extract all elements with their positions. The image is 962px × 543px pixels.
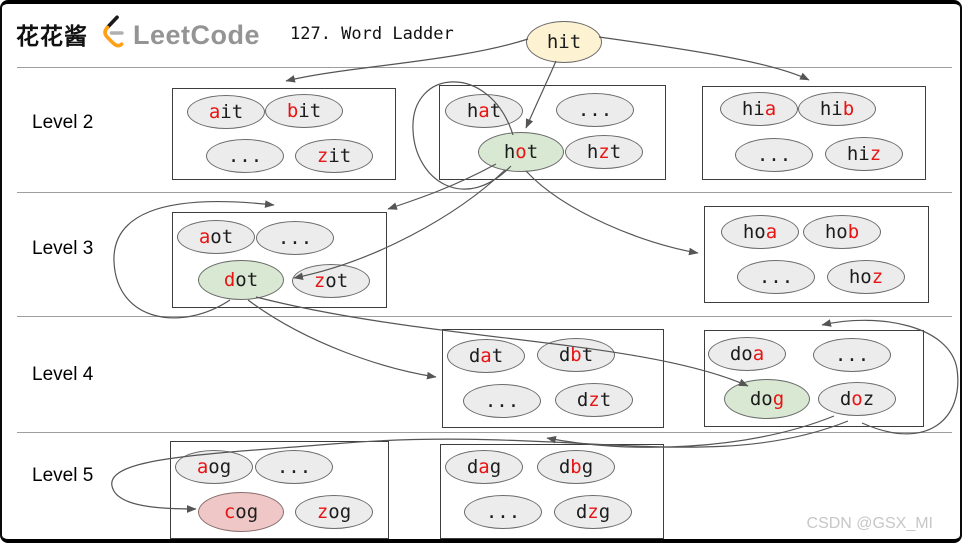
leetcode-logo-icon [96, 14, 128, 57]
word-node-ellipsis: ... [255, 450, 333, 484]
edge-hit-to-ait-box [285, 38, 529, 83]
edge-hit-to-hia-box [598, 36, 810, 81]
word-node-ellipsis: ... [463, 384, 541, 418]
page-title: 127. Word Ladder [290, 24, 454, 44]
word-node-ellipsis: ... [206, 139, 284, 173]
level-4-label: Level 4 [32, 364, 94, 385]
level-2-label: Level 2 [32, 112, 94, 133]
brand-text: 花花酱 [16, 23, 88, 49]
word-node-hit: hit [526, 21, 602, 63]
word-node-ellipsis: ... [735, 138, 813, 172]
edge-hot-to-hoa-box [525, 170, 699, 256]
watermark-text: CSDN @GSX_MI [806, 515, 933, 532]
word-node-ellipsis: ... [464, 495, 542, 529]
leetcode-wordmark: LeetCode [133, 20, 261, 50]
level-5-label: Level 5 [32, 465, 94, 486]
word-node-ellipsis: ... [556, 93, 634, 127]
edge-dot-to-dat-box [247, 299, 437, 380]
word-node-ellipsis: ... [737, 260, 815, 294]
word-node-ellipsis: ... [813, 338, 891, 372]
level-3-label: Level 3 [32, 238, 94, 259]
word-node-ellipsis: ... [256, 221, 334, 255]
